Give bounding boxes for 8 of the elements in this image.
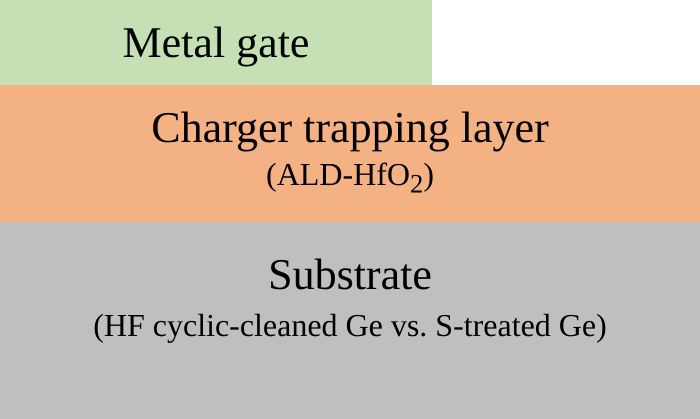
layer-title: Charger trapping layer <box>151 102 549 153</box>
layer-title: Metal gate <box>122 18 310 68</box>
layer-note: (ALD-HfO$_{2}$) <box>266 154 434 200</box>
layer-title: Substrate <box>268 250 432 300</box>
layer-band <box>0 222 700 419</box>
layer-note: (HF cyclic-cleaned Ge vs. S-treated Ge) <box>93 306 607 345</box>
layer-band <box>0 85 700 222</box>
layer-band <box>0 0 432 85</box>
